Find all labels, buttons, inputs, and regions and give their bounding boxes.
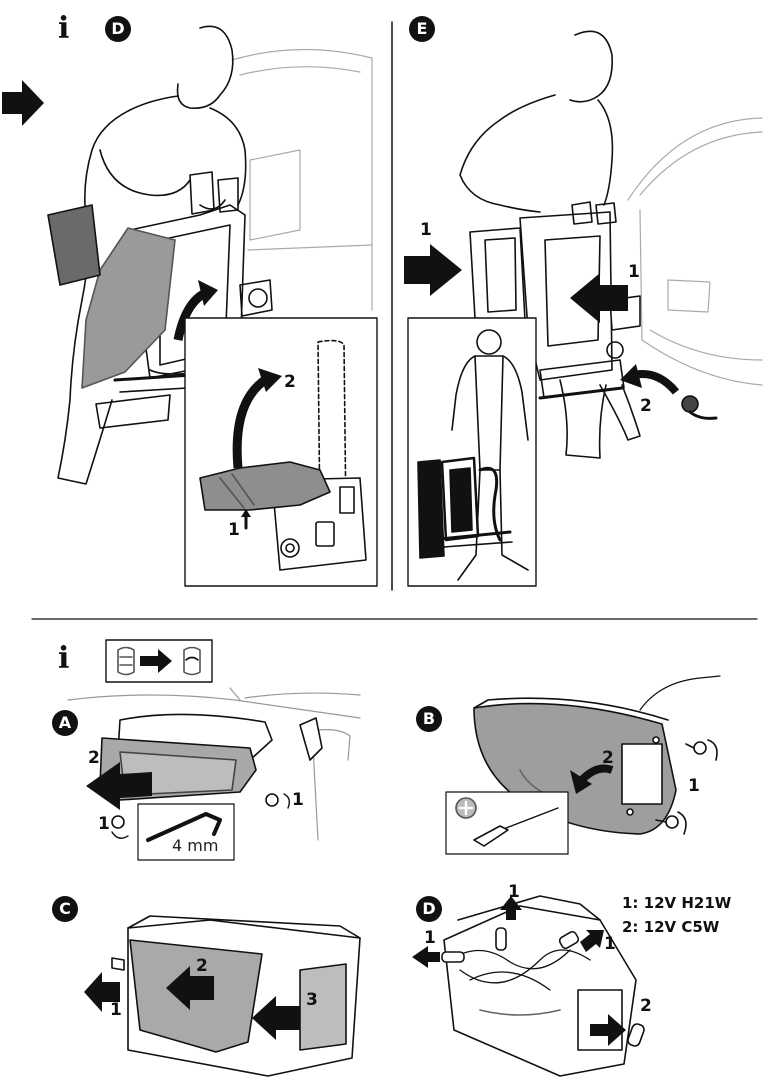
label-d-arrow-1: 1 bbox=[228, 520, 240, 540]
panel-d-arrow-up bbox=[500, 896, 522, 920]
panel-c-arrow-3 bbox=[252, 996, 300, 1040]
label-c-push: 3 bbox=[306, 990, 318, 1010]
screw-icon-a-right bbox=[265, 793, 279, 807]
bulb-spec-2: 2: 12V C5W bbox=[622, 918, 720, 936]
bulb-icon-d-up bbox=[495, 927, 507, 951]
hex-key-box bbox=[137, 803, 235, 861]
panel-d-wires bbox=[449, 949, 591, 991]
inset-e-carrier bbox=[417, 456, 513, 559]
panel-a-clip bbox=[299, 717, 323, 761]
label-c-pull: 1 bbox=[110, 1000, 122, 1020]
bulb-icon-d-right bbox=[558, 930, 580, 950]
screw-icon-b-top bbox=[685, 739, 718, 761]
label-d-right: 1 bbox=[604, 934, 616, 954]
screw-icon-b-bottom bbox=[655, 811, 687, 835]
inset-d-curved-arrow bbox=[232, 374, 271, 469]
label-d-arrow-2: 2 bbox=[284, 372, 296, 392]
inset-d-dashed-lamp bbox=[317, 339, 347, 521]
bulb-swap-icon bbox=[117, 646, 201, 676]
car-rear-e bbox=[627, 117, 763, 386]
panel-d-arrow-right bbox=[580, 930, 604, 952]
light-unit-d bbox=[81, 227, 176, 389]
car-rear-d bbox=[231, 48, 373, 311]
bike-carrier-e bbox=[469, 201, 641, 400]
label-c-slide: 2 bbox=[196, 956, 208, 976]
bulb-spec-1: 1: 12V H21W bbox=[622, 894, 732, 912]
arrow-e-left bbox=[404, 244, 462, 296]
hex-key-icon bbox=[146, 812, 222, 842]
panel-d-arrow-bulb bbox=[590, 1014, 626, 1046]
person-e bbox=[459, 30, 641, 459]
panel-d-arrow-left bbox=[412, 946, 440, 968]
step-badge-c: C bbox=[52, 896, 78, 922]
inset-e-person bbox=[451, 329, 529, 581]
info-icon: i bbox=[58, 11, 70, 46]
bulb-icon-d-small bbox=[627, 1023, 645, 1047]
arrow-e-right bbox=[570, 273, 628, 323]
panel-c-arrow-1 bbox=[84, 972, 120, 1012]
label-d-left: 1 bbox=[424, 928, 436, 948]
step-badge-d-bottom: D bbox=[416, 896, 442, 922]
tow-ball-e bbox=[681, 395, 718, 420]
info-icon-bottom: i bbox=[58, 641, 70, 676]
panel-a-arrow bbox=[86, 762, 152, 810]
screw-icon-a-left bbox=[111, 815, 125, 829]
label-a-screw-left: 1 bbox=[98, 814, 110, 834]
hex-key-size-label: 4 mm bbox=[172, 836, 219, 855]
label-e-arrow-bottom: 2 bbox=[640, 396, 652, 416]
label-b-screws: 1 bbox=[688, 776, 700, 796]
step-badge-a: A bbox=[52, 710, 78, 736]
panel-b-cable bbox=[639, 675, 721, 711]
bulb-icon-d-left bbox=[441, 951, 465, 963]
panel-c-arrow-2 bbox=[166, 966, 214, 1010]
label-e-arrow-left: 1 bbox=[420, 220, 432, 240]
step-badge-d: D bbox=[105, 16, 131, 42]
phillips-screwdriver-icon bbox=[455, 797, 559, 847]
label-e-arrow-right: 1 bbox=[628, 262, 640, 282]
label-a-pull: 2 bbox=[88, 748, 100, 768]
label-b-pull: 2 bbox=[602, 748, 614, 768]
light-unit-d-inner bbox=[47, 204, 101, 286]
label-a-screw-right: 1 bbox=[292, 790, 304, 810]
arrow-right-icon bbox=[2, 80, 44, 126]
label-d-up: 1 bbox=[508, 882, 520, 902]
step-badge-b: B bbox=[416, 706, 442, 732]
label-d-bulb: 2 bbox=[640, 996, 652, 1016]
step-badge-e: E bbox=[409, 16, 435, 42]
